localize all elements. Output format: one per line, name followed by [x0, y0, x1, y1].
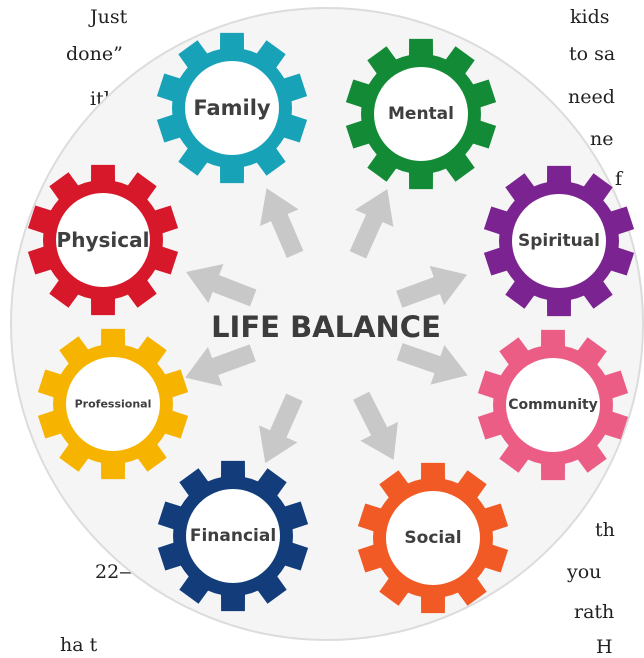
gear-label: Professional — [75, 398, 152, 411]
arrow — [259, 188, 304, 258]
arrow — [396, 343, 468, 385]
arrow — [396, 265, 467, 308]
gear-center — [186, 489, 280, 583]
gear-label: Financial — [190, 526, 276, 546]
text-fragment: you — [567, 561, 602, 583]
gear-label: Mental — [388, 104, 454, 124]
gear-center — [185, 61, 279, 155]
arrow-shape — [259, 188, 304, 258]
gear-family: Family — [156, 32, 308, 184]
arrow-shape — [185, 344, 256, 387]
arrow-shape — [349, 189, 394, 259]
gear-professional: Professional — [37, 328, 189, 480]
arrow-shape — [396, 343, 468, 385]
gear-spiritual: Spiritual — [483, 165, 635, 317]
text-fragment: to sa — [569, 43, 616, 65]
arrow-shape — [353, 391, 398, 460]
center-title: LIFE BALANCE — [211, 310, 441, 344]
text-fragment: th — [595, 519, 615, 541]
gear-center — [56, 193, 150, 287]
gear-social: Social — [357, 462, 509, 614]
arrow — [185, 344, 256, 387]
text-fragment: ne — [590, 128, 614, 150]
gear-label: Physical — [57, 228, 150, 252]
arrow — [259, 393, 303, 464]
arrow-shape — [396, 265, 467, 308]
gear-center — [506, 358, 600, 452]
gear-center — [512, 194, 606, 288]
gear-label: Spiritual — [518, 231, 600, 251]
gear-center — [374, 67, 468, 161]
arrow — [349, 189, 394, 259]
gear-label: Community — [508, 397, 598, 413]
text-fragment: need — [568, 86, 615, 108]
text-fragment: Just — [90, 6, 128, 28]
arrows-group — [185, 188, 468, 464]
text-fragment: rath — [574, 601, 615, 623]
gear-physical: Physical — [27, 164, 179, 316]
gear-mental: Mental — [345, 38, 497, 190]
gear-community: Community — [477, 329, 629, 481]
gear-center — [66, 357, 160, 451]
arrow — [353, 391, 398, 460]
gear-label: Family — [193, 96, 271, 120]
gear-center — [386, 491, 480, 585]
arrow-shape — [186, 263, 257, 307]
arrow — [186, 263, 257, 307]
background-circle — [10, 7, 644, 641]
gear-label: Social — [404, 528, 461, 548]
gear-financial: Financial — [157, 460, 309, 612]
arrow-shape — [259, 393, 303, 464]
text-fragment: f — [615, 168, 623, 190]
text-fragment: done” — [66, 43, 123, 65]
text-fragment: kids — [570, 6, 610, 28]
